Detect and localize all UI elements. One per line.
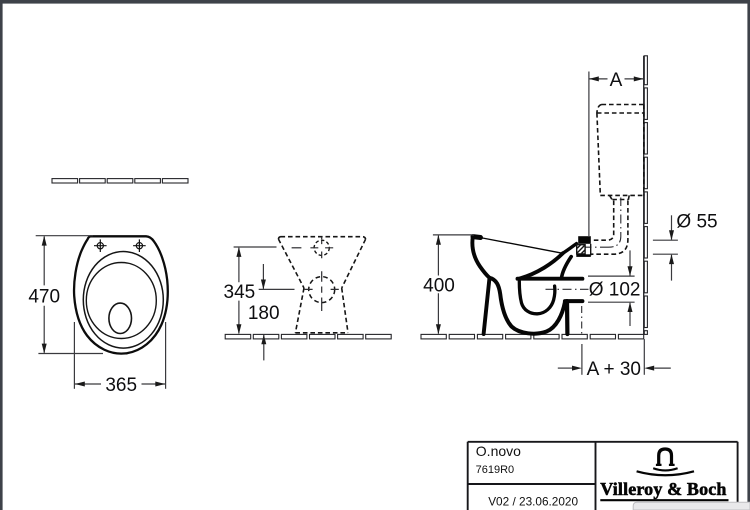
- svg-text:V02 / 23.06.2020: V02 / 23.06.2020: [488, 494, 578, 508]
- svg-text:Ø 55: Ø 55: [676, 211, 717, 232]
- svg-text:A + 30: A + 30: [587, 359, 641, 380]
- svg-text:7619R0: 7619R0: [476, 464, 515, 476]
- svg-text:Villeroy & Boch: Villeroy & Boch: [600, 479, 726, 499]
- svg-text:O.novo: O.novo: [476, 443, 521, 459]
- svg-text:365: 365: [105, 375, 137, 396]
- svg-text:180: 180: [248, 303, 280, 324]
- svg-text:Ø 102: Ø 102: [589, 279, 641, 300]
- svg-text:400: 400: [423, 275, 455, 296]
- svg-text:345: 345: [224, 282, 256, 303]
- svg-text:A: A: [610, 70, 623, 91]
- svg-text:470: 470: [28, 286, 60, 307]
